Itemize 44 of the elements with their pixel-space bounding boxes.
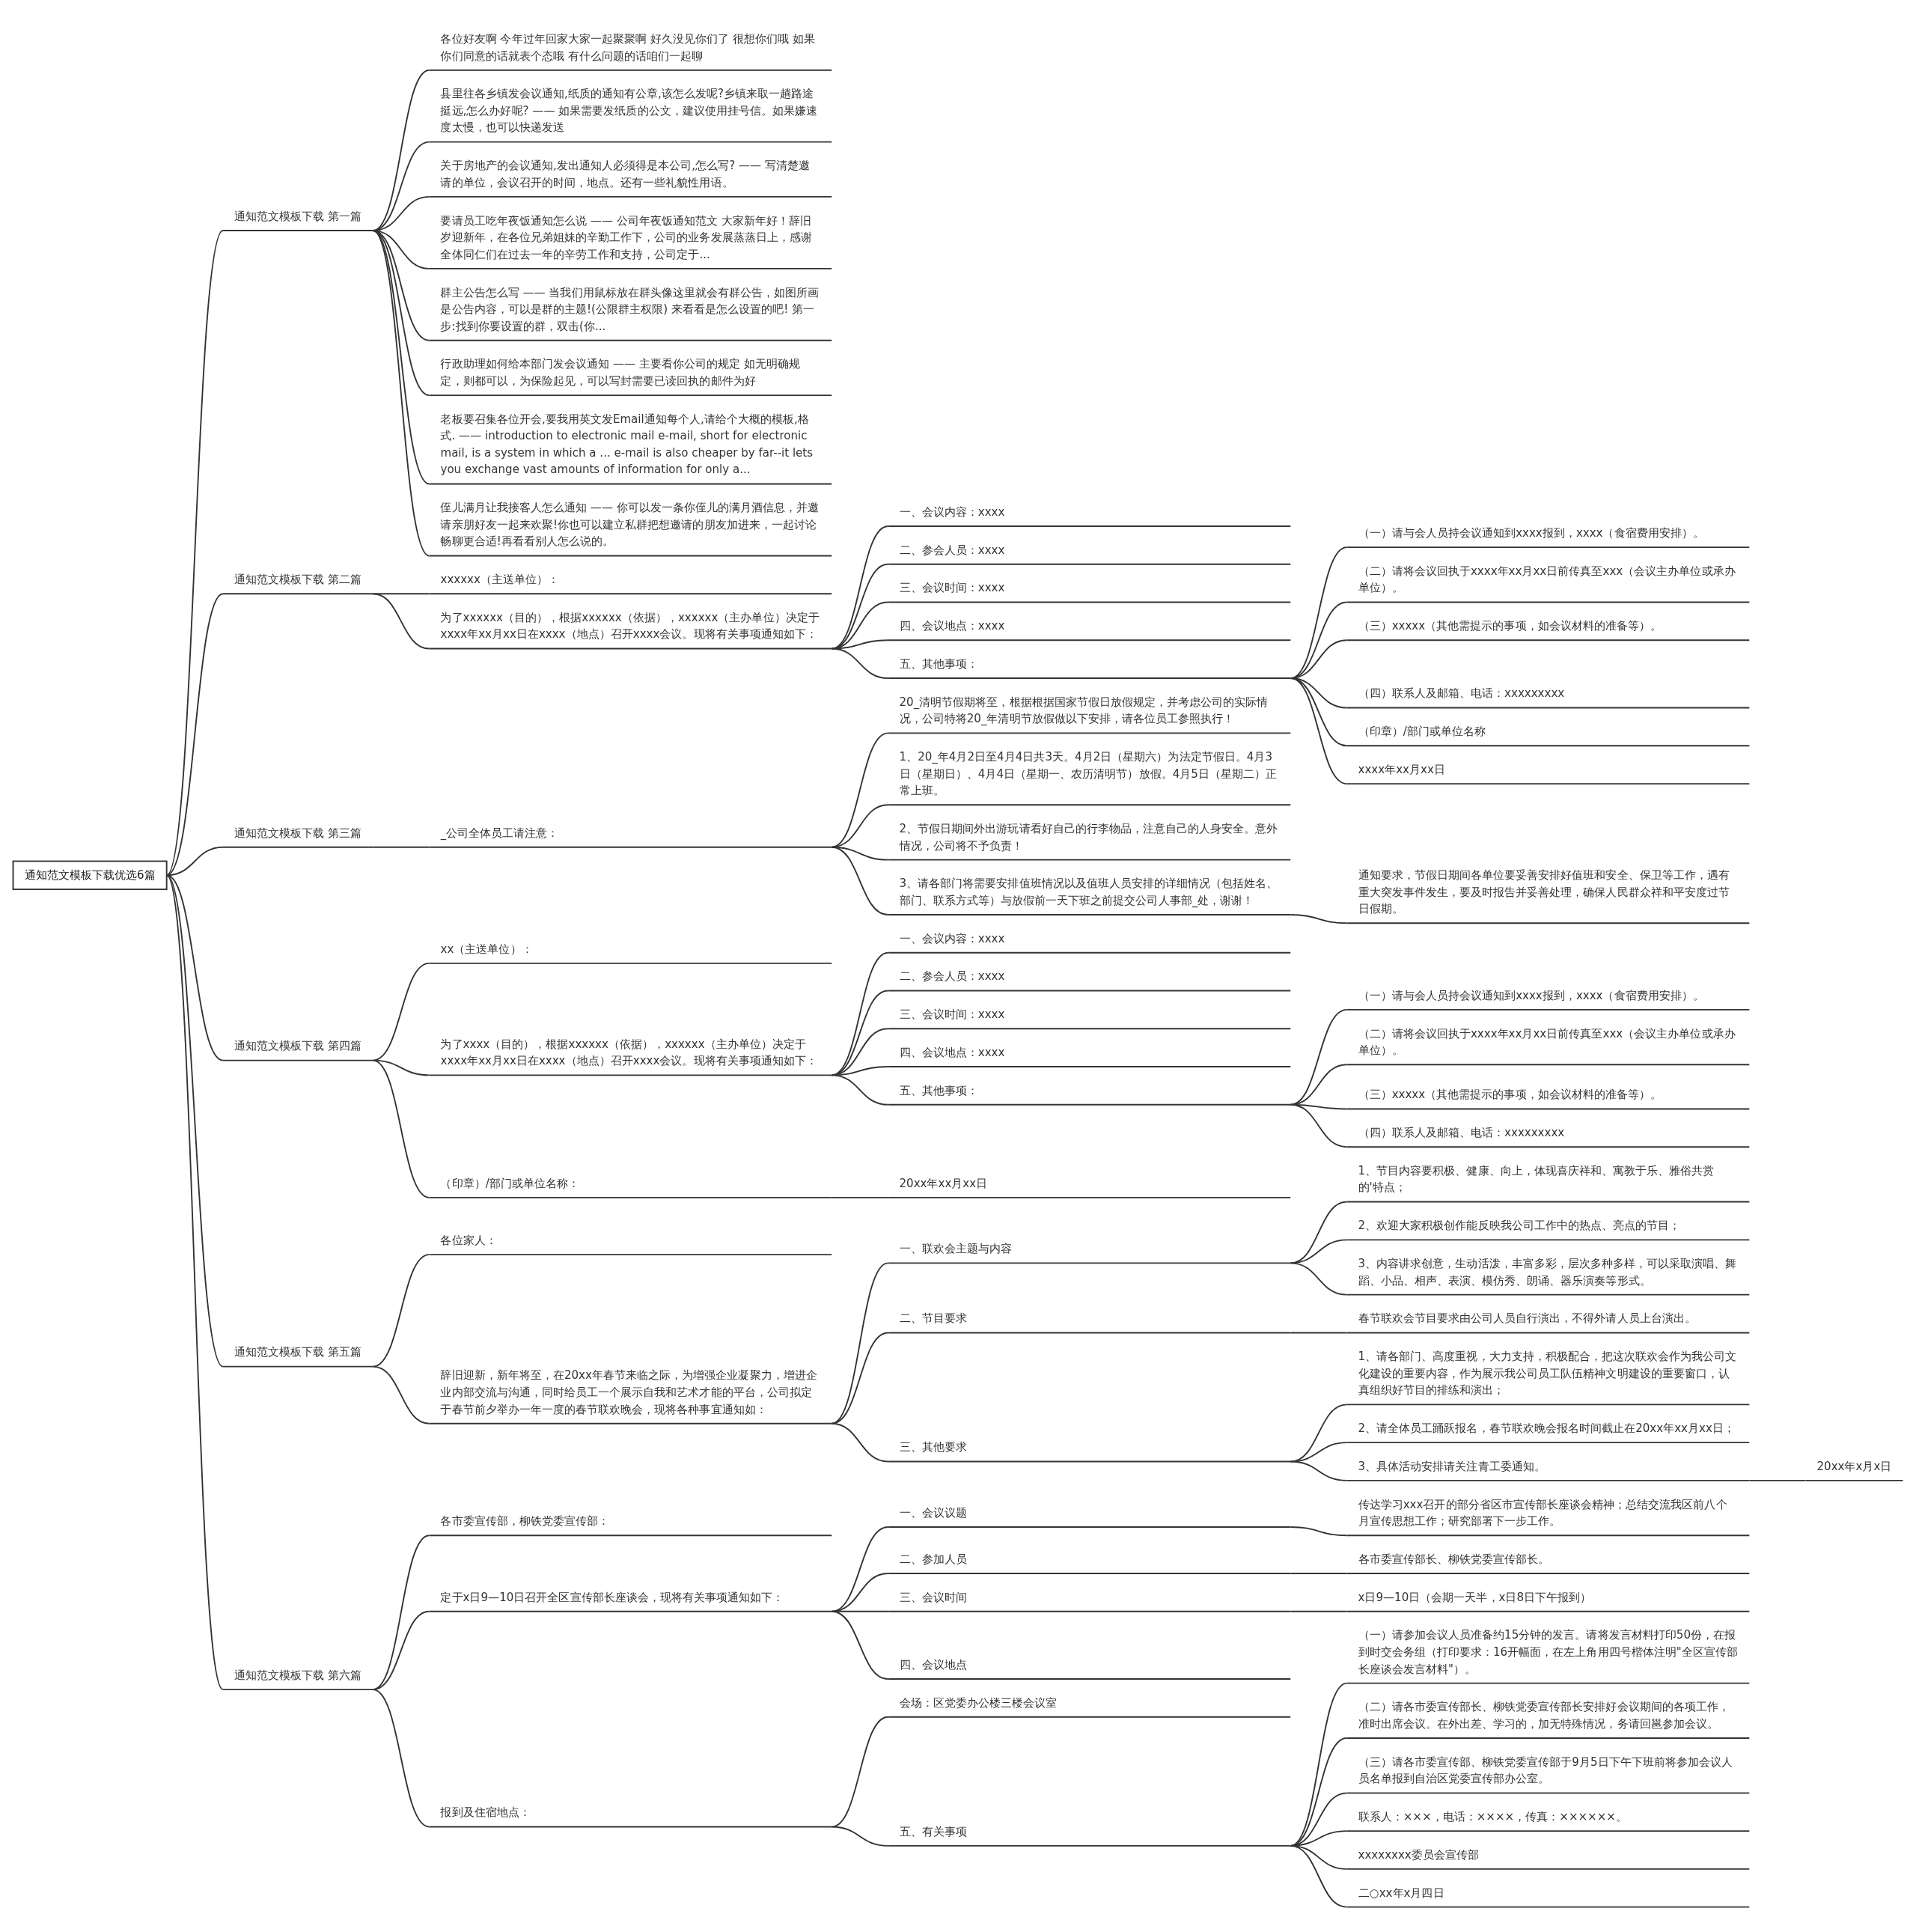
connector <box>1290 677 1348 784</box>
connector <box>831 732 889 848</box>
connector <box>372 1365 430 1424</box>
connector <box>372 846 430 848</box>
connector <box>1290 1572 1348 1574</box>
connector <box>831 1610 889 1680</box>
connector <box>372 230 430 557</box>
connector <box>1290 1460 1348 1481</box>
connector <box>831 1716 889 1828</box>
node-box: 通知范文模板下载优选6篇 <box>12 860 168 890</box>
connector <box>831 990 889 1076</box>
connector <box>831 1826 889 1847</box>
connector <box>372 1059 430 1198</box>
connector <box>831 846 889 915</box>
connector <box>1290 1201 1348 1264</box>
connector <box>831 1262 889 1424</box>
connector <box>831 647 889 679</box>
connector <box>831 601 889 650</box>
connector <box>1290 1103 1348 1148</box>
connector <box>372 593 430 595</box>
connector <box>1290 1262 1348 1296</box>
connector <box>372 593 430 650</box>
connector <box>831 1422 889 1463</box>
connector <box>831 1066 889 1076</box>
connector <box>831 1074 889 1106</box>
connector <box>372 230 430 485</box>
connector <box>1290 1526 1348 1537</box>
connector <box>1290 1844 1348 1908</box>
connector <box>1290 1332 1348 1334</box>
connector <box>831 525 889 650</box>
connector <box>831 563 889 650</box>
connector <box>1748 1479 1807 1481</box>
connector <box>372 1689 430 1828</box>
connector <box>1290 1610 1348 1612</box>
connector <box>1290 1239 1348 1264</box>
connector <box>372 962 430 1061</box>
connector <box>1290 913 1348 924</box>
connector <box>831 1028 889 1076</box>
connector <box>372 1254 430 1368</box>
connector <box>831 1196 889 1198</box>
connector <box>1290 1404 1348 1463</box>
connector <box>831 951 889 1076</box>
connector <box>1290 1442 1348 1463</box>
connector <box>372 230 430 396</box>
